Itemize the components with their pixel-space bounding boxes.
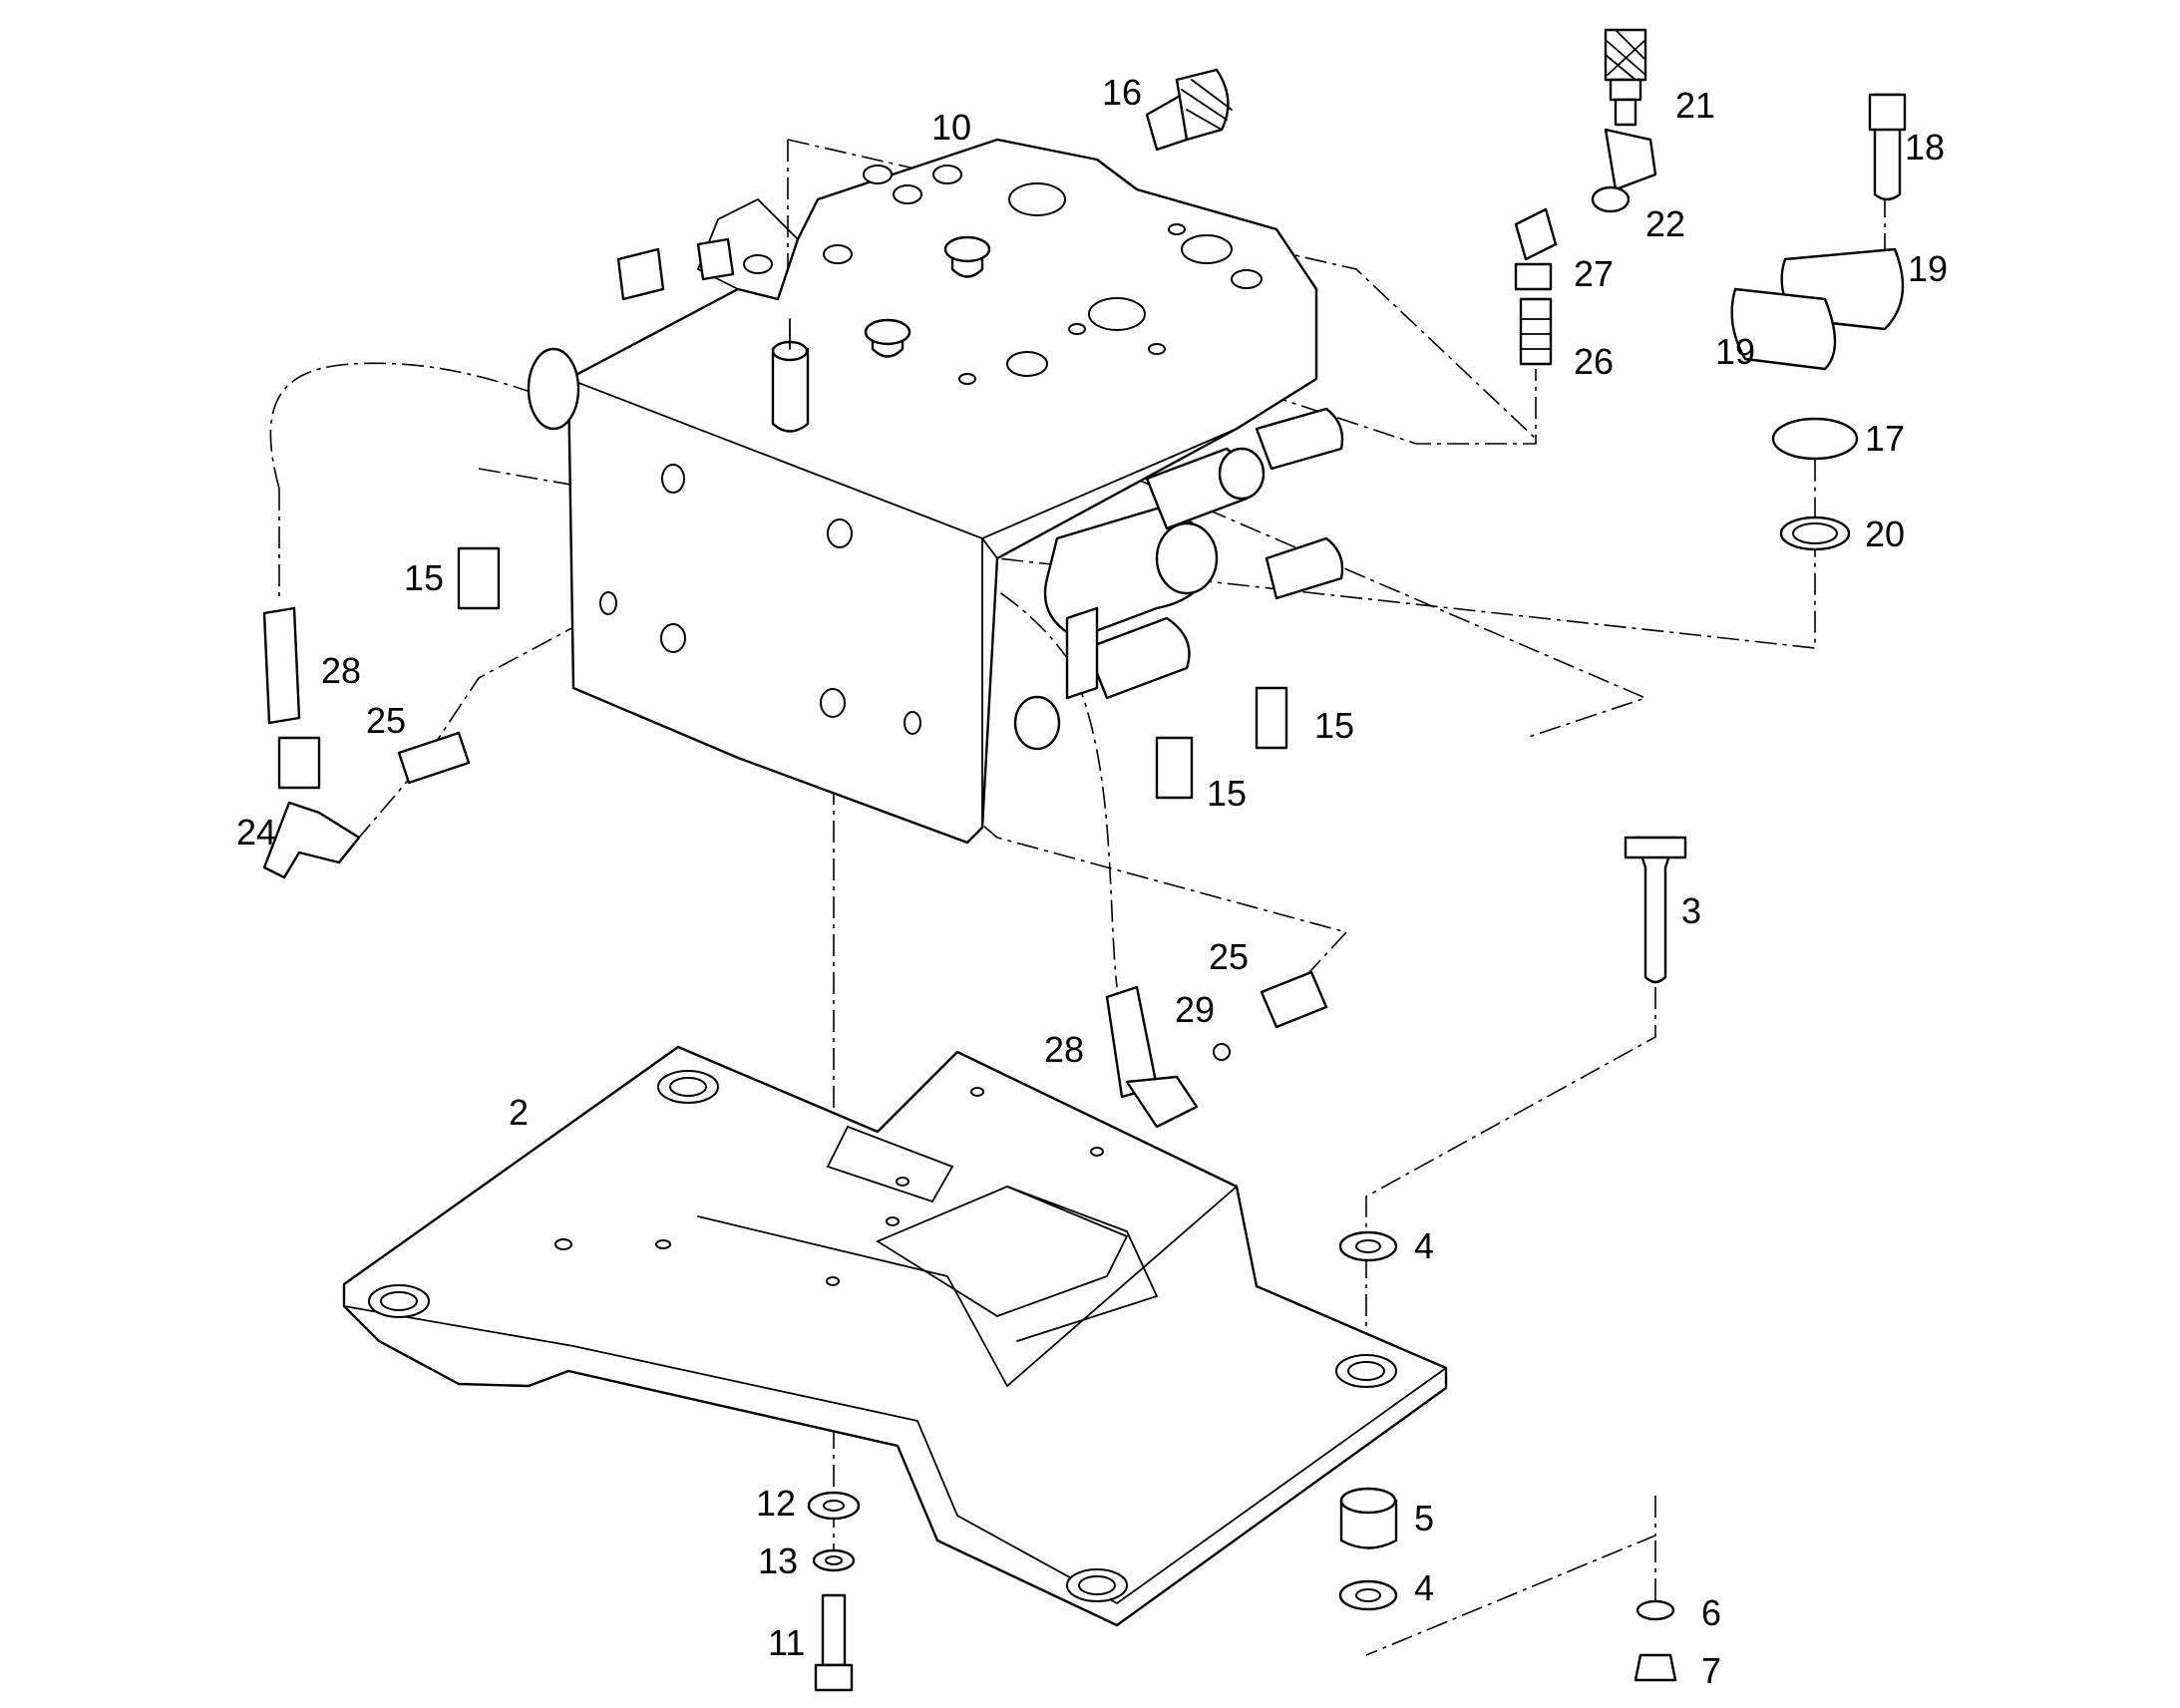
mounting-plate (342, 1045, 1448, 1627)
callout-4b: 4 (1414, 1567, 1434, 1608)
callout-18: 18 (1905, 127, 1945, 168)
callout-28a: 28 (321, 650, 361, 691)
callout-28b: 28 (1044, 1029, 1084, 1070)
parts-15-fittings (457, 546, 1288, 800)
parts-18-19-17-20 (1730, 93, 1907, 551)
callout-15c: 15 (1207, 773, 1247, 814)
callout-7: 7 (1701, 1650, 1721, 1691)
callout-19b: 19 (1715, 331, 1755, 372)
callout-13: 13 (758, 1540, 798, 1581)
parts-28-29-25-right (1105, 970, 1328, 1129)
callout-25b: 25 (1209, 936, 1249, 977)
part-16-fitting (1145, 68, 1233, 152)
callout-19a: 19 (1908, 248, 1948, 289)
callout-2: 2 (509, 1092, 529, 1133)
callout-24: 24 (236, 812, 276, 853)
parts-3-4-5-6-7 (1338, 836, 1687, 1682)
callout-25a: 25 (366, 700, 406, 741)
callout-21: 21 (1675, 85, 1715, 126)
callout-labels: 2 3 4 4 5 6 7 10 11 12 13 15 15 15 16 17… (236, 72, 1948, 1691)
callout-12: 12 (756, 1483, 796, 1524)
callout-29: 29 (1175, 989, 1215, 1030)
callout-6: 6 (1701, 1592, 1721, 1633)
callout-10: 10 (931, 107, 971, 148)
callout-4a: 4 (1414, 1225, 1434, 1266)
callout-17: 17 (1865, 418, 1905, 459)
callout-16: 16 (1102, 72, 1142, 113)
callout-26: 26 (1574, 341, 1614, 382)
callout-22: 22 (1645, 203, 1685, 244)
callout-11: 11 (768, 1622, 805, 1663)
callout-15a: 15 (404, 557, 444, 598)
callout-5: 5 (1414, 1498, 1434, 1538)
callout-3: 3 (1681, 890, 1701, 931)
parts-21-22-27-26 (1514, 28, 1657, 366)
parts-11-12-13 (807, 1491, 861, 1692)
callout-15b: 15 (1314, 705, 1354, 746)
valve-block (527, 138, 1344, 845)
callout-20: 20 (1865, 513, 1905, 554)
parts-28-24-25-left (262, 606, 471, 879)
callout-27: 27 (1574, 253, 1614, 294)
